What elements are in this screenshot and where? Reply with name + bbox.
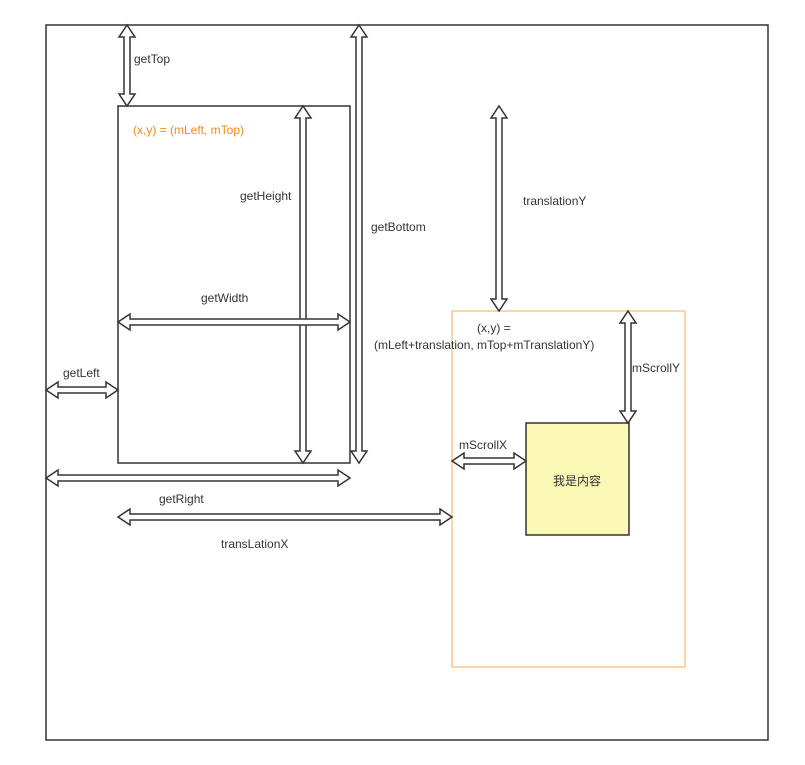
arrow-translation-y-shape — [489, 104, 509, 313]
translated-view — [451, 310, 686, 668]
arrow-get-height-shape — [293, 104, 313, 465]
arrow-translation-x — [116, 507, 454, 527]
arrow-translation-y — [489, 104, 509, 313]
label-get-right: getRight — [159, 492, 204, 506]
arrow-get-right — [44, 468, 352, 488]
arrow-get-top — [117, 23, 137, 108]
arrow-get-left-shape — [44, 380, 120, 400]
label-origin: (x,y) = (mLeft, mTop) — [133, 123, 244, 137]
label-get-height: getHeight — [240, 189, 292, 203]
label-translation-y: translationY — [523, 194, 586, 208]
label-m-scroll-y: mScrollY — [632, 361, 680, 375]
arrow-get-height — [293, 104, 313, 465]
label-get-bottom: getBottom — [371, 220, 426, 234]
arrow-get-bottom-shape — [349, 23, 369, 465]
label-get-width: getWidth — [201, 291, 248, 305]
arrow-get-top-shape — [117, 23, 137, 108]
arrow-get-width-shape — [116, 312, 352, 332]
label-translated-origin-line1: (x,y) = — [477, 321, 511, 335]
content-box — [525, 422, 630, 536]
arrow-m-scroll-y — [618, 309, 638, 425]
label-m-scroll-x: mScrollX — [459, 438, 507, 452]
arrow-get-bottom — [349, 23, 369, 465]
original-view — [117, 105, 351, 464]
label-content: 我是内容 — [553, 473, 601, 488]
arrow-m-scroll-x — [450, 451, 528, 471]
label-get-top: getTop — [134, 52, 170, 66]
arrow-m-scroll-x-shape — [450, 451, 528, 471]
label-translated-origin-line2: (mLeft+translation, mTop+mTranslationY) — [374, 338, 594, 352]
arrow-get-left — [44, 380, 120, 400]
label-get-left: getLeft — [63, 366, 100, 380]
arrow-m-scroll-y-shape — [618, 309, 638, 425]
label-translation-x: transLationX — [221, 537, 288, 551]
arrow-translation-x-shape — [116, 507, 454, 527]
arrow-get-right-shape — [44, 468, 352, 488]
parent-container — [45, 24, 769, 741]
arrow-get-width — [116, 312, 352, 332]
